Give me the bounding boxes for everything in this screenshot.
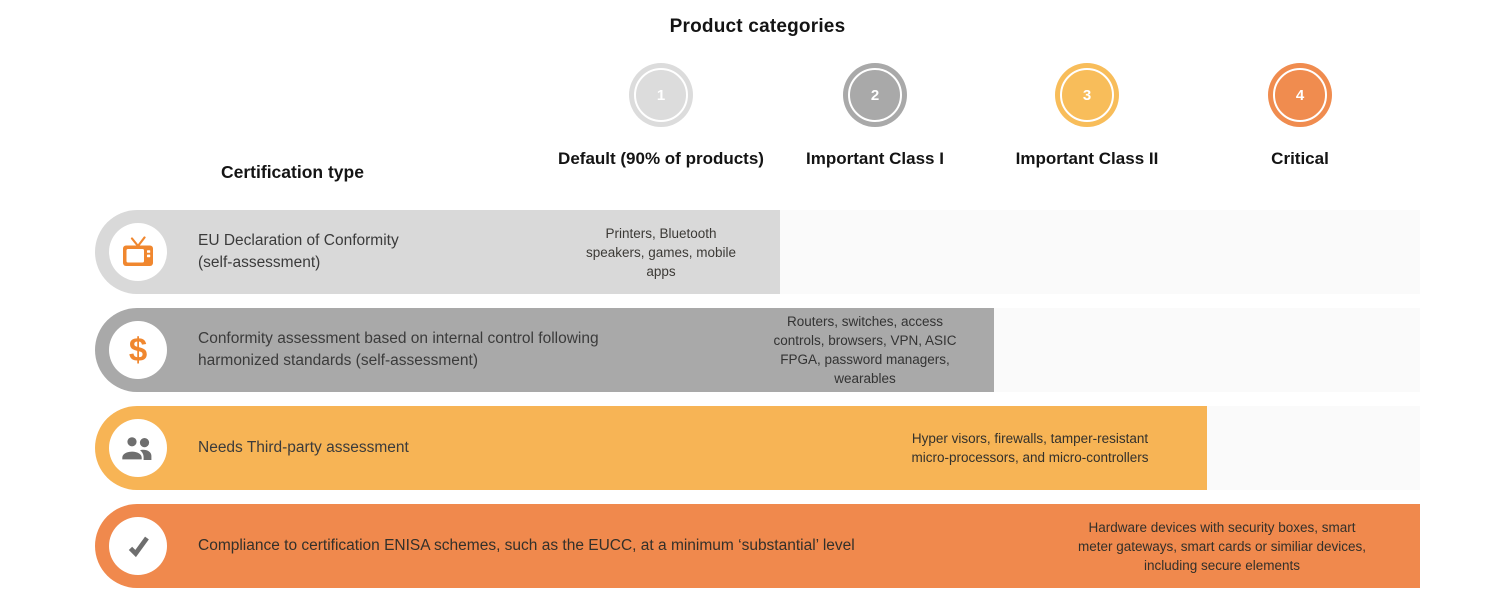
people-icon [109, 419, 167, 477]
row-third-party-assessment: Needs Third-party assessment Hyper visor… [95, 406, 1420, 490]
products-cell: Printers, Bluetooth speakers, games, mob… [585, 225, 737, 279]
column-header-default: 1 Default (90% of products) [549, 63, 773, 170]
row-band [95, 308, 994, 392]
products-cell: Hyper visors, firewalls, tamper-resistan… [911, 431, 1149, 465]
row-extension [780, 210, 1420, 294]
tv-icon [109, 223, 167, 281]
row-conformity-assessment: $ Conformity assessment based on interna… [95, 308, 1420, 392]
category-1-circle: 1 [629, 63, 693, 127]
column-label-critical: Critical [1271, 149, 1329, 168]
certification-type-header: Certification type [221, 162, 364, 182]
category-4-number: 4 [1295, 86, 1305, 104]
products-cell: Hardware devices with security boxes, sm… [1077, 519, 1367, 573]
column-header-critical: 4 Critical [1188, 63, 1412, 170]
certification-label: Conformity assessment based on internal … [198, 330, 599, 369]
column-label-default: Default (90% of products) [558, 149, 764, 168]
dollar-glyph: $ [128, 330, 148, 368]
row-extension [994, 308, 1420, 392]
row-enisa-compliance: Compliance to certification ENISA scheme… [95, 504, 1420, 588]
page-title: Product categories [669, 16, 846, 37]
check-icon [109, 517, 167, 575]
dollar-icon: $ [109, 321, 167, 379]
row-band [95, 210, 780, 294]
certification-label: Compliance to certification ENISA scheme… [198, 537, 855, 554]
column-label-important-class-2: Important Class II [1015, 149, 1159, 168]
certification-label: Needs Third-party assessment [198, 439, 409, 456]
products-cell: Routers, switches, access controls, brow… [773, 314, 957, 386]
column-header-important-class-1: 2 Important Class I [763, 63, 987, 170]
category-3-circle: 3 [1055, 63, 1119, 127]
row-eu-declaration: EU Declaration of Conformity (self-asses… [95, 210, 1420, 294]
row-extension [1207, 406, 1420, 490]
column-label-important-class-1: Important Class I [806, 149, 944, 168]
category-1-number: 1 [656, 86, 666, 104]
row-band [95, 406, 1207, 490]
certification-label: EU Declaration of Conformity (self-asses… [198, 232, 399, 271]
category-4-circle: 4 [1268, 63, 1332, 127]
category-3-number: 3 [1082, 86, 1092, 104]
row-band [95, 504, 1420, 588]
category-2-number: 2 [870, 86, 880, 104]
category-2-circle: 2 [843, 63, 907, 127]
column-header-important-class-2: 3 Important Class II [975, 63, 1199, 170]
